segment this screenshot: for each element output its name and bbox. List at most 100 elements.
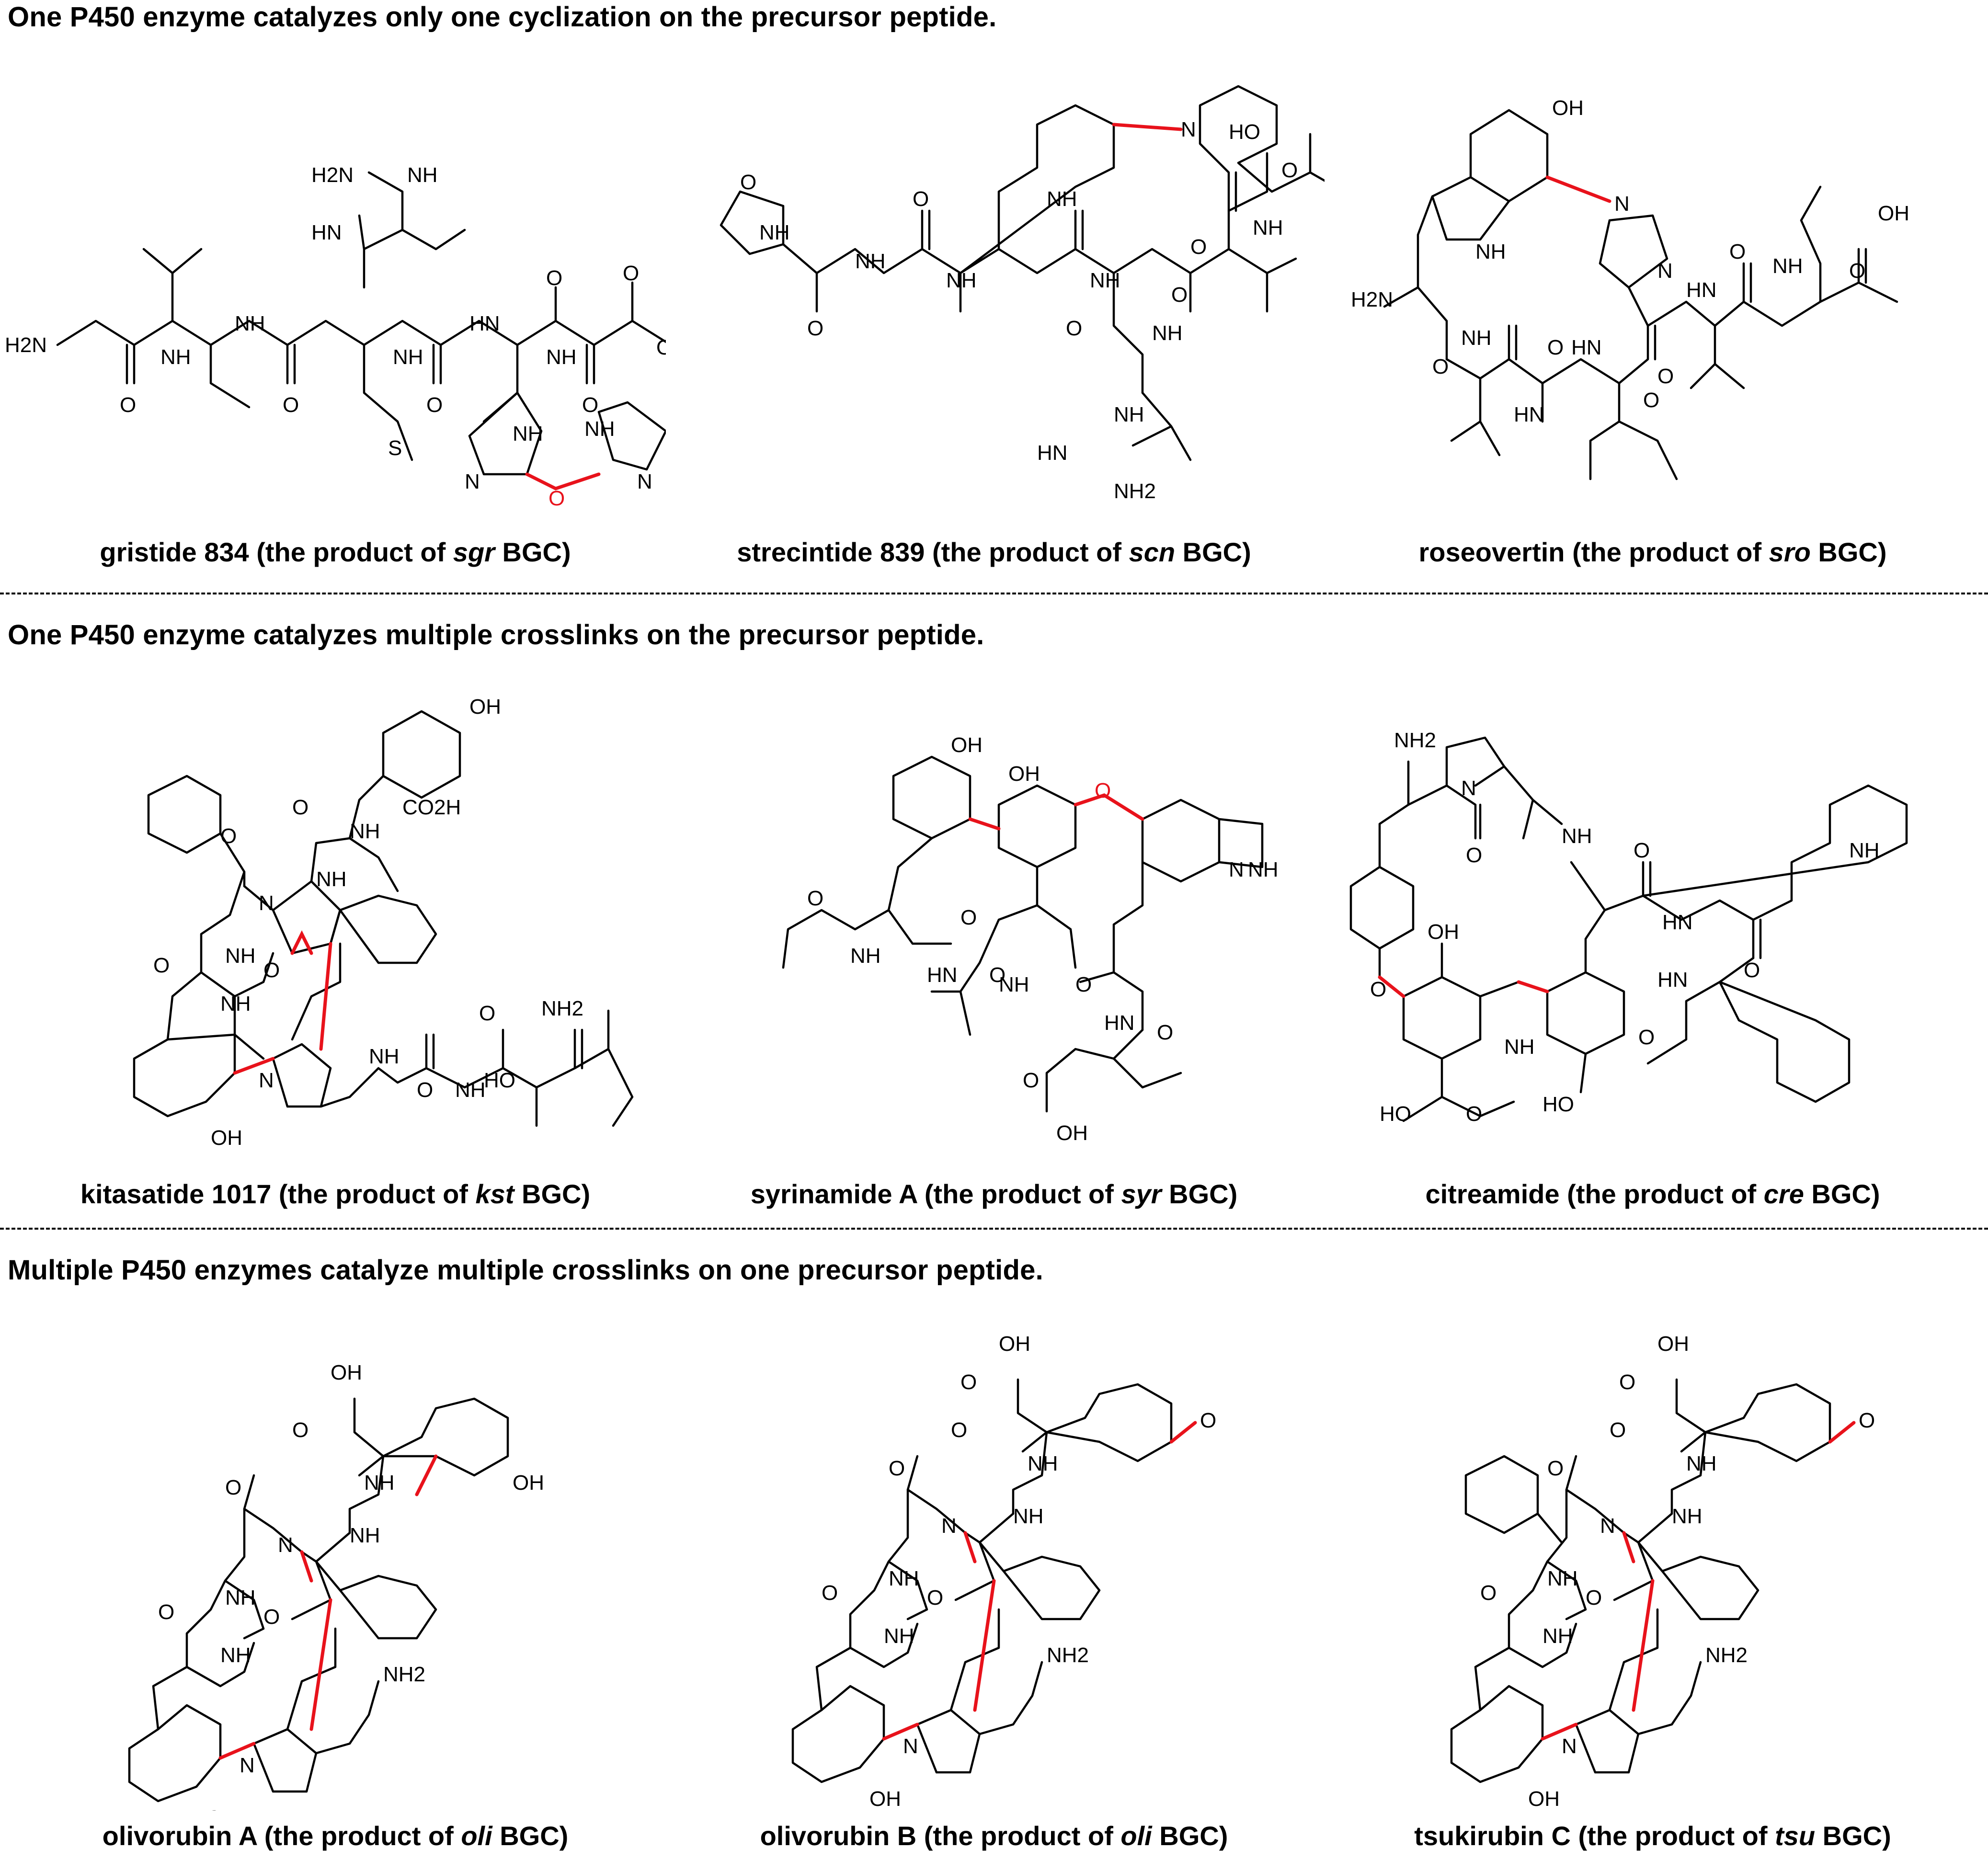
caption-suffix: BGC) (1815, 1821, 1891, 1851)
label-ho: HO (1229, 120, 1260, 144)
crosslink-ether (1828, 1421, 1856, 1444)
bonds (782, 755, 1264, 1113)
label-o: O (263, 1605, 280, 1629)
label-o: O (913, 187, 929, 211)
crosslink-c-n (1541, 1723, 1578, 1741)
bonds (128, 1397, 509, 1803)
label-nh: NH (350, 820, 380, 843)
label-o: O (889, 1457, 905, 1480)
crosslink-c-c (1632, 1579, 1655, 1712)
label-nh: NH (220, 1643, 251, 1667)
section-divider-1 (0, 593, 1988, 594)
label-co2h: CO2H (402, 796, 461, 819)
label-o: O (479, 1002, 495, 1025)
compound-name: roseovertin (1418, 537, 1565, 567)
label-nh: NH (1028, 1452, 1058, 1475)
crosslink-c-c (973, 1579, 996, 1712)
label-o: O (1480, 1581, 1497, 1605)
label-hn: HN (1104, 1011, 1135, 1035)
structure-gristide-834: H2N O NH O NH O NH O HN O NH O OH NH NH … (5, 144, 666, 527)
section-2-heading: One P450 enzyme catalyzes multiple cross… (8, 619, 984, 650)
label-hn: HN (1657, 968, 1688, 992)
label-h2n: H2N (5, 333, 47, 357)
label-nh: NH (407, 163, 438, 187)
structure-olivorubin-b: OH O O NH O O N NH NH O O NH N NH2 OH (663, 1322, 1325, 1815)
label-nh: NH (350, 1524, 380, 1547)
label-oh: OH (951, 733, 983, 757)
label-hn: HN (1037, 441, 1068, 465)
label-nh: NH (889, 1567, 919, 1590)
compound-name: strecintide 839 (737, 537, 925, 567)
bgc-name: oli (461, 1821, 492, 1851)
label-o: O (623, 262, 639, 285)
label-o: O (1744, 959, 1760, 982)
crosslink-c-n (233, 1057, 275, 1075)
label-h2n: H2N (311, 163, 354, 187)
label-o: O (807, 887, 823, 910)
crosslink-c-c (968, 817, 1001, 831)
bgc-name: tsu (1775, 1821, 1816, 1851)
label-o: O (1466, 844, 1482, 867)
label-o: O (1200, 1409, 1216, 1432)
crosslink-ring (1622, 1531, 1635, 1563)
label-o: O (292, 796, 308, 819)
label-nh2: NH2 (1705, 1643, 1748, 1667)
label-o: O (1610, 1418, 1626, 1442)
label-o-crosslink: O (1095, 779, 1111, 802)
bgc-name: scn (1129, 537, 1176, 567)
label-oh: OH (869, 1787, 901, 1811)
structure-tsukirubin-c: OH O O NH O O N NH NH O O NH N NH2 OH (1322, 1322, 1983, 1815)
caption-suffix: BGC) (1804, 1179, 1880, 1209)
label-o: O (582, 393, 598, 417)
label-o: O (1066, 317, 1082, 340)
caption-suffix: BGC) (494, 537, 571, 567)
bonds (720, 85, 1325, 461)
section-3-heading: Multiple P450 enzymes catalyze multiple … (8, 1255, 1043, 1286)
label-ho: HO (484, 1069, 515, 1092)
caption-kitasatide-1017: kitasatide 1017 (the product of kst BGC) (5, 1178, 666, 1210)
compound-name: citreamide (1425, 1179, 1560, 1209)
label-nh: NH (225, 944, 256, 968)
label-oh: OH (656, 336, 666, 359)
label-nh: NH (850, 944, 881, 968)
label-nh: NH (1504, 1035, 1535, 1059)
label-o: O (1657, 365, 1674, 388)
crosslink-c-c-2 (309, 1598, 332, 1731)
label-nh: NH (855, 250, 886, 273)
label-o: O (1281, 159, 1298, 182)
caption-olivorubin-a: olivorubin A (the product of oli BGC) (5, 1820, 666, 1851)
label-hn: HN (1514, 403, 1544, 426)
label-nh: NH (1542, 1624, 1573, 1648)
label-hn: HN (1662, 911, 1693, 934)
label-nh2: NH2 (541, 997, 583, 1020)
label-o: O (1157, 1021, 1173, 1044)
label-o: O (1643, 388, 1659, 412)
section-divider-2 (0, 1228, 1988, 1230)
label-o: O (1859, 1409, 1875, 1432)
bgc-name: syr (1121, 1179, 1162, 1209)
structure-strecintide-839: O NH O NH O NH NH O N HO O NH O NH O NH … (663, 77, 1325, 508)
label-o: O (1547, 1457, 1564, 1480)
crosslink-ether (1074, 793, 1144, 821)
label-o: O (1370, 978, 1386, 1001)
label-nh: NH (369, 1045, 400, 1068)
label-nh: NH (1772, 254, 1803, 278)
label-n: N (637, 470, 652, 493)
label-hn: HN (927, 963, 958, 987)
crosslink-ether (525, 472, 601, 491)
label-nh: NH (1461, 326, 1492, 350)
label-nh: NH (1090, 269, 1120, 292)
section-1-heading: One P450 enzyme catalyzes only one cycli… (8, 1, 997, 33)
structure-kitasatide-1017: OH O NH CO2H O N NH NH O O NH N OH NH O … (5, 685, 666, 1164)
caption-syrinamide-a: syrinamide A (the product of syr BGC) (663, 1178, 1325, 1210)
label-o: O (951, 1418, 967, 1442)
bonds (791, 1378, 1173, 1783)
label-oh: OH (999, 1332, 1030, 1356)
label-nh: NH (584, 417, 615, 441)
atom-labels: OH O NH CO2H O N NH NH O O NH N OH NH O … (153, 695, 583, 1150)
label-nh: NH (1849, 839, 1880, 862)
label-o: O (120, 393, 136, 417)
caption-suffix: BGC) (1161, 1179, 1238, 1209)
label-o-crosslink: O (548, 487, 565, 510)
caption-suffix: BGC) (1175, 537, 1251, 567)
